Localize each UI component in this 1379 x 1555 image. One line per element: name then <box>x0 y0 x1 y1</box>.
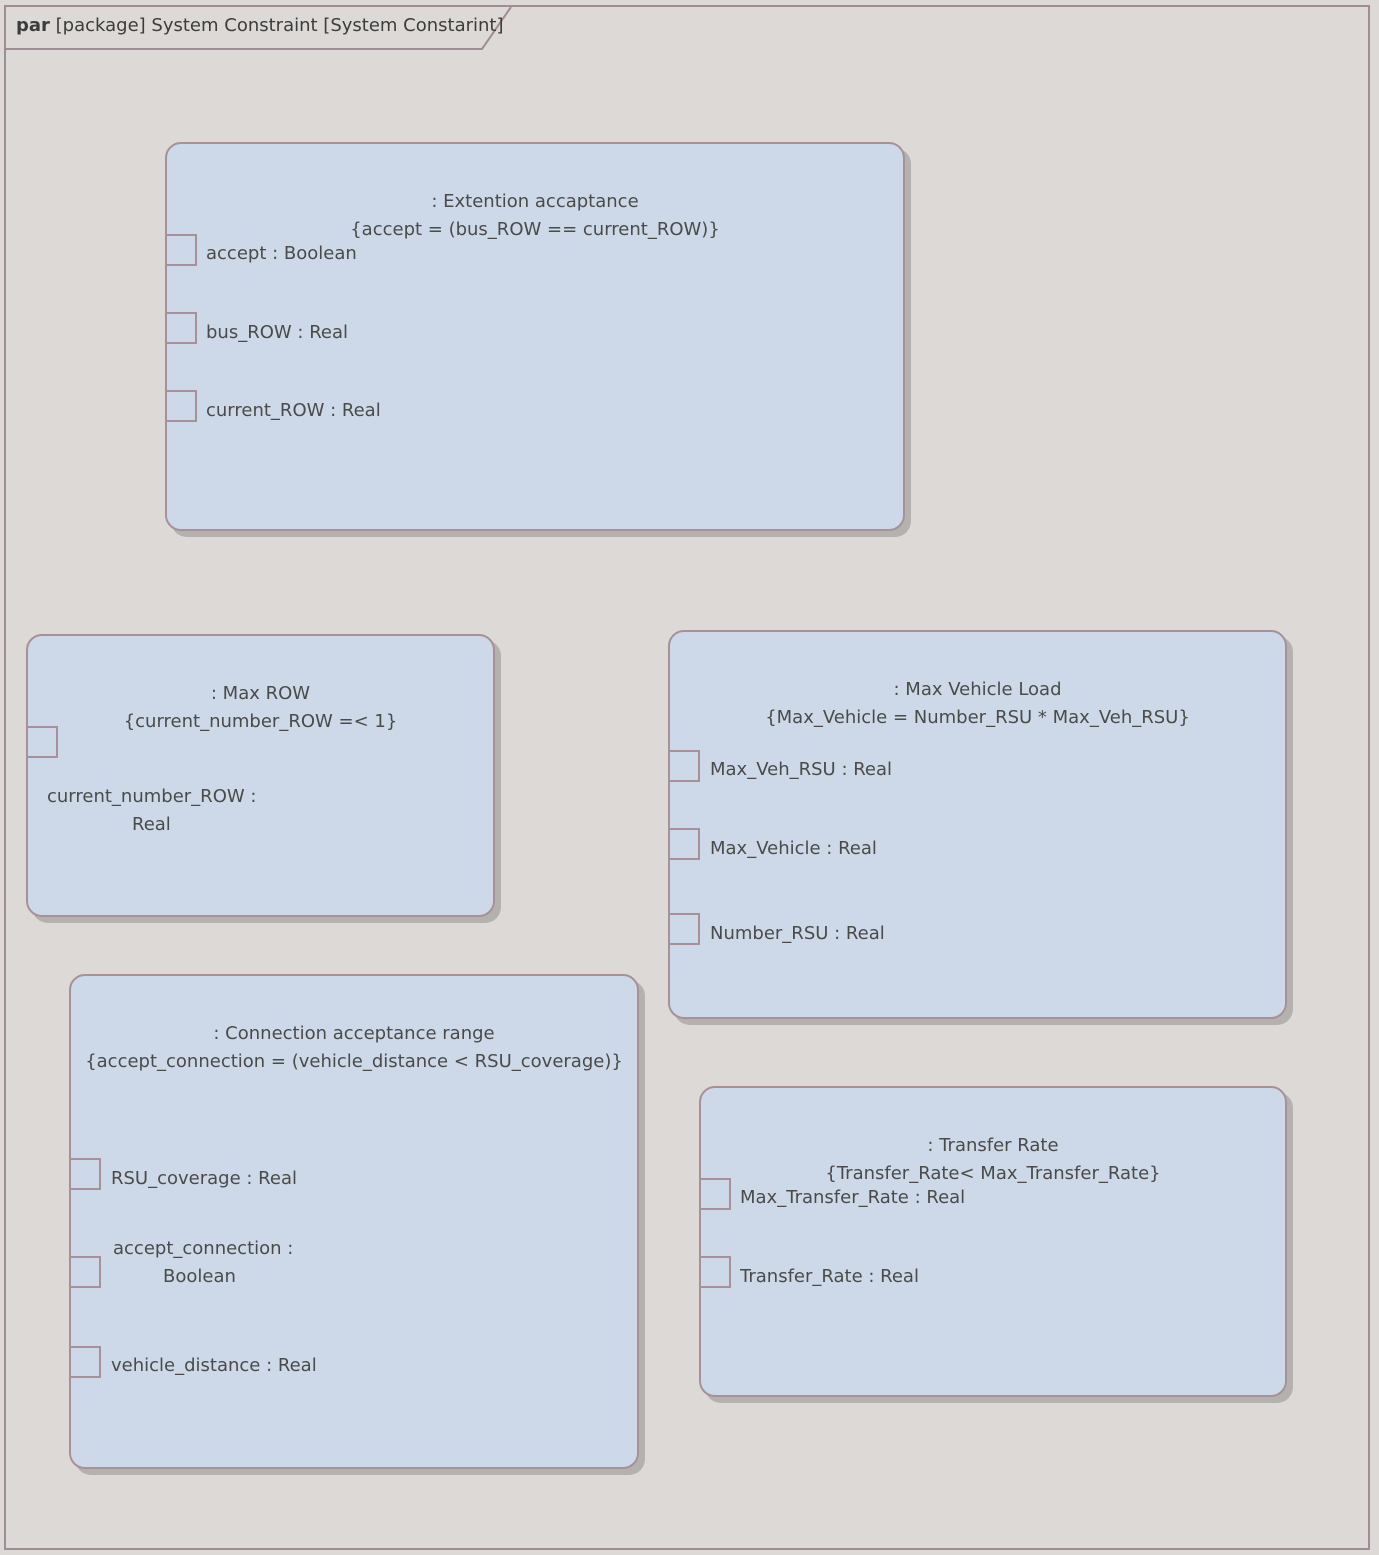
port-accept[interactable] <box>165 234 197 266</box>
param-current-number-row-type: Real <box>132 814 171 835</box>
param-rsu-coverage: RSU_coverage : Real <box>111 1168 297 1189</box>
block-header: : Transfer Rate {Transfer_Rate< Max_Tran… <box>701 1132 1285 1188</box>
port-rsu-coverage[interactable] <box>69 1158 101 1190</box>
block-constraint: {accept = (bus_ROW == current_ROW)} <box>350 219 720 240</box>
port-current-row[interactable] <box>165 390 197 422</box>
param-max-veh-rsu: Max_Veh_RSU : Real <box>710 759 893 780</box>
port-vehicle-distance[interactable] <box>69 1346 101 1378</box>
param-accept-connection: accept_connection : <box>113 1238 294 1259</box>
block-name: : Max ROW <box>210 683 311 704</box>
param-current-row: current_ROW : Real <box>206 400 381 421</box>
block-header: : Connection acceptance range {accept_co… <box>71 1020 637 1076</box>
port-transfer-rate[interactable] <box>699 1256 731 1288</box>
frame-tab-outline <box>6 7 512 50</box>
block-constraint: {Transfer_Rate< Max_Transfer_Rate} <box>825 1163 1161 1184</box>
port-max-veh-rsu[interactable] <box>668 750 700 782</box>
port-accept-connection[interactable] <box>69 1256 101 1288</box>
constraint-block-max-vehicle-load[interactable]: : Max Vehicle Load {Max_Vehicle = Number… <box>668 630 1287 1019</box>
param-max-transfer-rate: Max_Transfer_Rate : Real <box>740 1187 966 1208</box>
port-number-rsu[interactable] <box>668 913 700 945</box>
param-vehicle-distance: vehicle_distance : Real <box>111 1355 317 1376</box>
frame-title: par [package] System Constraint [System … <box>16 15 504 36</box>
block-constraint: {accept_connection = (vehicle_distance <… <box>85 1051 623 1072</box>
frame-kind: par <box>16 15 50 36</box>
port-current-number-row[interactable] <box>26 726 58 758</box>
param-current-number-row: current_number_ROW : <box>47 786 257 807</box>
param-accept-connection-type: Boolean <box>163 1266 236 1287</box>
constraint-block-transfer-rate[interactable]: : Transfer Rate {Transfer_Rate< Max_Tran… <box>699 1086 1287 1397</box>
param-max-vehicle: Max_Vehicle : Real <box>710 838 877 859</box>
block-header: : Max ROW {current_number_ROW =< 1} <box>28 680 493 736</box>
constraint-block-connection-acceptance-range[interactable]: : Connection acceptance range {accept_co… <box>69 974 639 1469</box>
param-number-rsu: Number_RSU : Real <box>710 923 885 944</box>
constraint-block-max-row[interactable]: : Max ROW {current_number_ROW =< 1} <box>26 634 495 917</box>
block-header: : Max Vehicle Load {Max_Vehicle = Number… <box>670 676 1285 732</box>
port-max-transfer-rate[interactable] <box>699 1178 731 1210</box>
block-name: : Max Vehicle Load <box>893 679 1062 700</box>
param-bus-row: bus_ROW : Real <box>206 322 348 343</box>
block-constraint: {Max_Vehicle = Number_RSU * Max_Veh_RSU} <box>765 707 1190 728</box>
block-header: : Extention accaptance {accept = (bus_RO… <box>167 188 903 244</box>
param-transfer-rate: Transfer_Rate : Real <box>740 1266 919 1287</box>
block-name: : Connection acceptance range <box>213 1023 495 1044</box>
block-constraint: {current_number_ROW =< 1} <box>123 711 398 732</box>
block-name: : Extention accaptance <box>431 191 639 212</box>
block-name: : Transfer Rate <box>927 1135 1059 1156</box>
frame-tab: par [package] System Constraint [System … <box>6 7 512 50</box>
frame-title-text: [package] System Constraint [System Cons… <box>55 15 504 36</box>
param-accept: accept : Boolean <box>206 243 357 264</box>
port-bus-row[interactable] <box>165 312 197 344</box>
constraint-block-extention-accaptance[interactable]: : Extention accaptance {accept = (bus_RO… <box>165 142 905 531</box>
port-max-vehicle[interactable] <box>668 828 700 860</box>
